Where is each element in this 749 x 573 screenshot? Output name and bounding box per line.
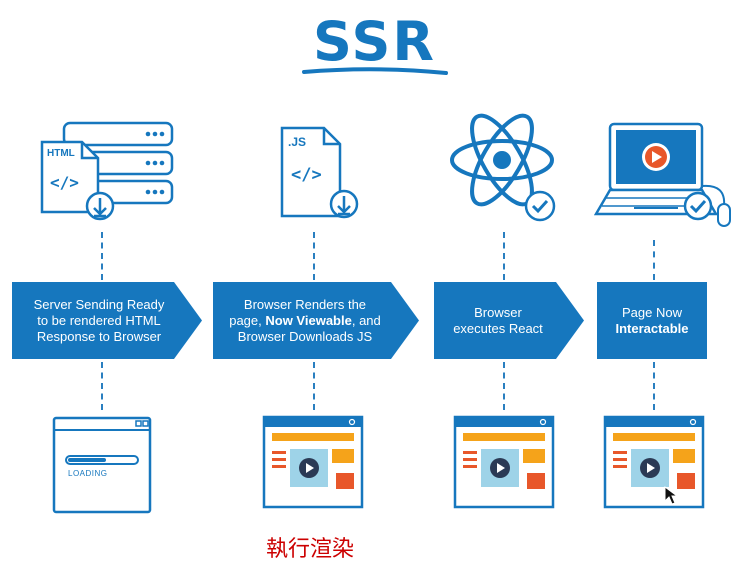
connector-line	[653, 362, 657, 410]
title-underline	[302, 67, 448, 75]
code-glyph: </>	[50, 173, 79, 192]
step-2-line-1: Browser Renders the	[243, 296, 367, 312]
step-4-line-1: Page Now	[622, 304, 682, 320]
rendered-page-window	[262, 415, 364, 509]
connector-line	[101, 362, 105, 410]
html-doc-label: HTML	[47, 148, 75, 159]
caption-text: 執行渲染	[266, 537, 355, 562]
loading-browser-window: LOADING	[52, 416, 152, 514]
interactive-page-window	[603, 415, 705, 509]
step-3-line-1: Browser	[474, 304, 522, 320]
js-doc-label: .JS	[288, 135, 306, 149]
step-2-line-2-c: , and	[351, 312, 381, 328]
step-3-executes-react: Browser executes React	[434, 282, 584, 359]
js-download-icon: .JS </>	[280, 126, 359, 219]
rendered-page-window	[453, 415, 555, 509]
step-3-line-2: executes React	[453, 320, 543, 336]
connector-line	[503, 362, 507, 410]
react-atom-icon	[450, 113, 556, 222]
step-4-page-interactable: Page Now Interactable	[597, 282, 707, 359]
loading-label: LOADING	[68, 469, 108, 478]
connector-line	[503, 232, 507, 280]
step-2-line-2: page, Now Viewable, and	[229, 313, 381, 329]
step-2-emphasis: Now Viewable	[265, 312, 352, 328]
step-2-browser-renders: Browser Renders the page, Now Viewable, …	[213, 282, 419, 359]
laptop-icon	[594, 122, 731, 227]
connector-line	[313, 362, 317, 410]
step-2-line-2-a: page,	[229, 312, 266, 328]
connector-line	[101, 232, 105, 280]
step-1-server-sending: Server Sending Ready to be rendered HTML…	[12, 282, 206, 359]
connector-line	[653, 240, 657, 280]
server-html-icon: HTML </>	[40, 121, 174, 221]
step-1-line-1: Server Sending Ready	[33, 296, 165, 312]
step-2-line-3: Browser Downloads JS	[237, 328, 373, 344]
code-glyph: </>	[291, 165, 322, 185]
step-4-line-2: Interactable	[615, 320, 689, 336]
cursor-icon	[664, 486, 679, 505]
step-1-line-3: Response to Browser	[36, 328, 162, 344]
step-1-line-2: to be rendered HTML	[37, 312, 161, 328]
connector-line	[313, 232, 317, 280]
page-title: SSR	[313, 10, 436, 73]
